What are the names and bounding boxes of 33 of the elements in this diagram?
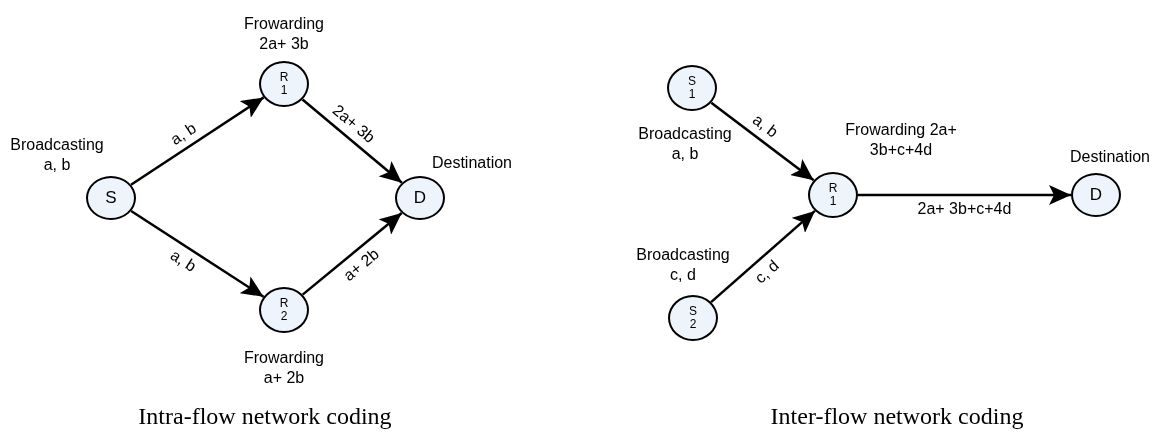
arrow bbox=[301, 98, 403, 184]
node-circle bbox=[395, 176, 445, 220]
node-label: R 1 bbox=[827, 182, 839, 208]
node-circle bbox=[1071, 173, 1121, 217]
arrow bbox=[301, 212, 403, 296]
arrow bbox=[130, 96, 265, 186]
arrow bbox=[858, 185, 1071, 205]
node-circle bbox=[667, 65, 717, 111]
node-label: R 1 bbox=[278, 71, 290, 97]
panel-caption: Inter-flow network coding bbox=[770, 403, 1024, 430]
node-circle bbox=[259, 61, 309, 107]
node-label: R 2 bbox=[278, 297, 290, 323]
node-label: D bbox=[413, 189, 427, 207]
node-circle bbox=[259, 287, 309, 333]
node-caption: Broadcasting a, b bbox=[637, 124, 733, 164]
node-label: S 1 bbox=[687, 75, 697, 101]
arrow bbox=[710, 101, 815, 182]
node-caption: Frowarding 2a+ 3b bbox=[243, 14, 325, 54]
node-circle bbox=[86, 176, 136, 220]
panel-caption: Intra-flow network coding bbox=[138, 403, 392, 430]
node-caption: Broadcasting a, b bbox=[9, 135, 105, 175]
node-caption: Frowarding 2a+ 3b+c+4d bbox=[844, 120, 958, 160]
node-caption: Destination bbox=[430, 153, 513, 173]
node-caption: Broadcasting c, d bbox=[635, 245, 731, 285]
node-caption: Destination bbox=[1068, 147, 1151, 167]
node-label: S 2 bbox=[688, 305, 698, 331]
node-caption: Frowarding a+ 2b bbox=[243, 348, 325, 388]
arrow bbox=[710, 209, 816, 304]
node-circle bbox=[808, 172, 858, 218]
node-label: S bbox=[105, 189, 117, 207]
node-label: D bbox=[1089, 186, 1103, 204]
node-circle bbox=[668, 295, 718, 341]
arrow bbox=[130, 210, 265, 298]
